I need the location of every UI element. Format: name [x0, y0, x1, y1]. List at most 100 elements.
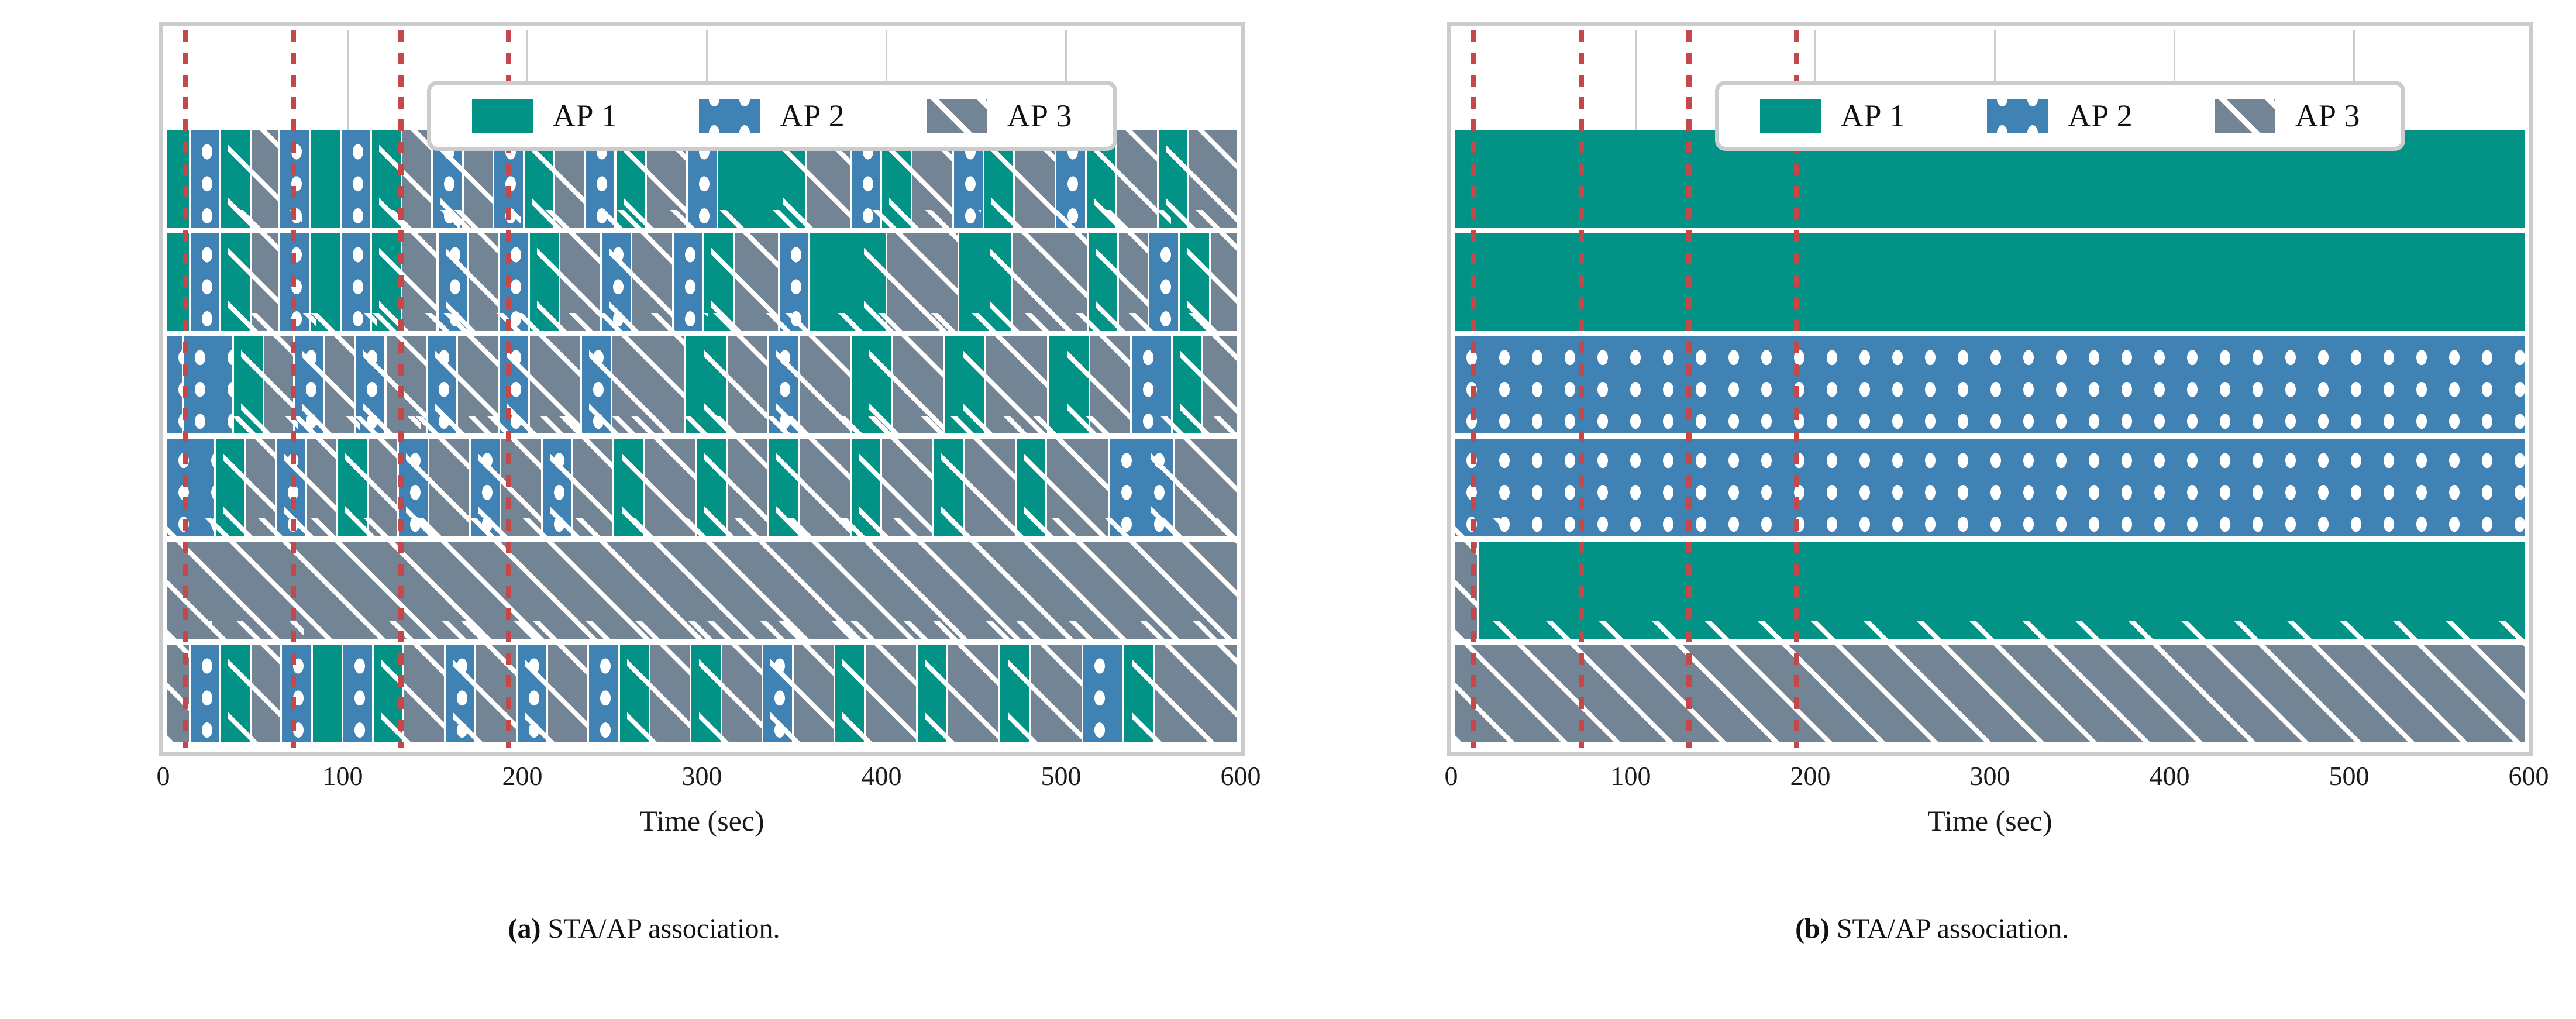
event-marker-line [1794, 30, 1800, 748]
station-row[interactable] [1455, 621, 2525, 748]
plot-area: STA 1STA 2STA 3STA 4STA 5STA 6AP 1AP 2AP… [1428, 22, 2533, 756]
dot-pattern [1083, 645, 1123, 742]
association-segment[interactable] [1455, 621, 2525, 748]
gridline [1635, 30, 1637, 139]
event-marker-line [182, 30, 188, 748]
dot-pattern [1149, 233, 1179, 331]
legend-swatch-ap2 [1987, 99, 2048, 133]
legend-item-ap2[interactable]: AP 2 [699, 98, 845, 134]
dot-pattern [343, 645, 372, 742]
x-tick-label: 100 [322, 761, 363, 791]
association-segment[interactable] [343, 645, 372, 742]
association-segment[interactable] [1455, 439, 2525, 536]
legend-swatch-ap3 [2214, 99, 2275, 133]
legend-item-ap3[interactable]: AP 3 [2214, 98, 2361, 134]
legend-label: AP 1 [552, 98, 618, 133]
station-row[interactable] [1455, 233, 2525, 331]
x-tick-label: 200 [502, 761, 543, 791]
event-marker-line [398, 30, 404, 748]
association-segment[interactable] [1149, 233, 1179, 331]
legend-item-ap1[interactable]: AP 1 [1759, 98, 1906, 134]
dot-pattern [1455, 439, 2525, 536]
plot-inner [167, 30, 1237, 748]
panel-caption: (b) STA/AP association. [1288, 913, 2576, 945]
dot-pattern [699, 99, 760, 133]
legend-item-ap2[interactable]: AP 2 [1987, 98, 2133, 134]
hatch-pattern [926, 99, 987, 133]
dot-pattern [167, 336, 182, 433]
x-tick-label: 200 [1790, 761, 1831, 791]
station-rows [1455, 130, 2525, 748]
legend-label: AP 3 [1007, 98, 1073, 133]
station-rows [167, 107, 1237, 748]
dot-pattern [589, 645, 618, 742]
event-marker-line [1578, 30, 1584, 748]
legend[interactable]: AP 1 AP 2 AP 3 [1715, 81, 2405, 151]
station-row[interactable] [167, 621, 1237, 748]
legend[interactable]: AP 1 AP 2 AP 3 [427, 81, 1117, 151]
event-marker-line [506, 30, 512, 748]
x-tick-label: 600 [2508, 761, 2549, 791]
x-axis-title: Time (sec) [1927, 804, 2052, 837]
association-segment[interactable] [1083, 645, 1123, 742]
legend-swatch-ap2 [699, 99, 760, 133]
x-tick-label: 100 [1610, 761, 1651, 791]
legend-label: AP 1 [1840, 98, 1906, 133]
association-segment[interactable] [1455, 336, 2525, 433]
x-tick-label: 600 [1220, 761, 1261, 791]
association-segment[interactable] [842, 621, 940, 748]
dot-pattern [190, 645, 220, 742]
association-segment[interactable] [589, 645, 618, 742]
legend-item-ap3[interactable]: AP 3 [926, 98, 1073, 134]
association-segment[interactable] [190, 130, 220, 228]
caption-tag: (a) [508, 913, 541, 944]
legend-swatch-ap3 [926, 99, 987, 133]
legend-label: AP 3 [2295, 98, 2361, 133]
association-segment[interactable] [381, 621, 467, 748]
association-segment[interactable] [1007, 621, 1105, 748]
legend-swatch-ap1 [1759, 99, 1821, 133]
association-segment[interactable] [167, 336, 182, 433]
station-row[interactable] [1455, 439, 2525, 536]
legend-swatch-ap1 [471, 99, 533, 133]
dot-pattern [282, 645, 311, 742]
hatch-pattern [2214, 99, 2275, 133]
association-segment[interactable] [282, 645, 311, 742]
dot-pattern [190, 130, 220, 228]
association-segment[interactable] [1131, 621, 1237, 748]
association-segment[interactable] [341, 130, 370, 228]
plot-inner [1455, 30, 2525, 748]
x-axis-title: Time (sec) [639, 804, 764, 837]
association-segment[interactable] [626, 621, 714, 748]
association-segment[interactable] [698, 621, 786, 748]
association-segment[interactable] [770, 621, 857, 748]
association-segment[interactable] [190, 645, 220, 742]
association-segment[interactable] [925, 621, 1022, 748]
x-tick-label: 0 [1444, 761, 1458, 791]
panel-a: STA 1STA 2STA 3STA 4STA 5STA 6AP 1AP 2AP… [0, 22, 1288, 945]
caption-text: STA/AP association. [540, 913, 780, 944]
x-tick-label: 400 [2149, 761, 2190, 791]
legend-item-ap1[interactable]: AP 1 [471, 98, 618, 134]
dot-pattern [190, 233, 220, 331]
legend-label: AP 2 [780, 98, 845, 133]
axes-frame [1447, 22, 2533, 756]
association-segment[interactable] [524, 621, 611, 748]
association-segment[interactable] [312, 645, 342, 742]
x-tick-label: 500 [2329, 761, 2370, 791]
association-segment[interactable] [1455, 233, 2525, 331]
hatch-pattern [1455, 621, 2525, 748]
station-row[interactable] [1455, 336, 2525, 433]
x-tick-label: 0 [156, 761, 170, 791]
association-segment[interactable] [311, 130, 340, 228]
association-segment[interactable] [228, 621, 304, 748]
gridline [347, 30, 349, 139]
panel-b: STA 1STA 2STA 3STA 4STA 5STA 6AP 1AP 2AP… [1288, 0, 2576, 1019]
panel-caption: (a) STA/AP association. [0, 913, 1288, 945]
caption-text: STA/AP association. [1829, 913, 2069, 944]
association-segment[interactable] [190, 233, 220, 331]
dot-pattern [341, 130, 370, 228]
